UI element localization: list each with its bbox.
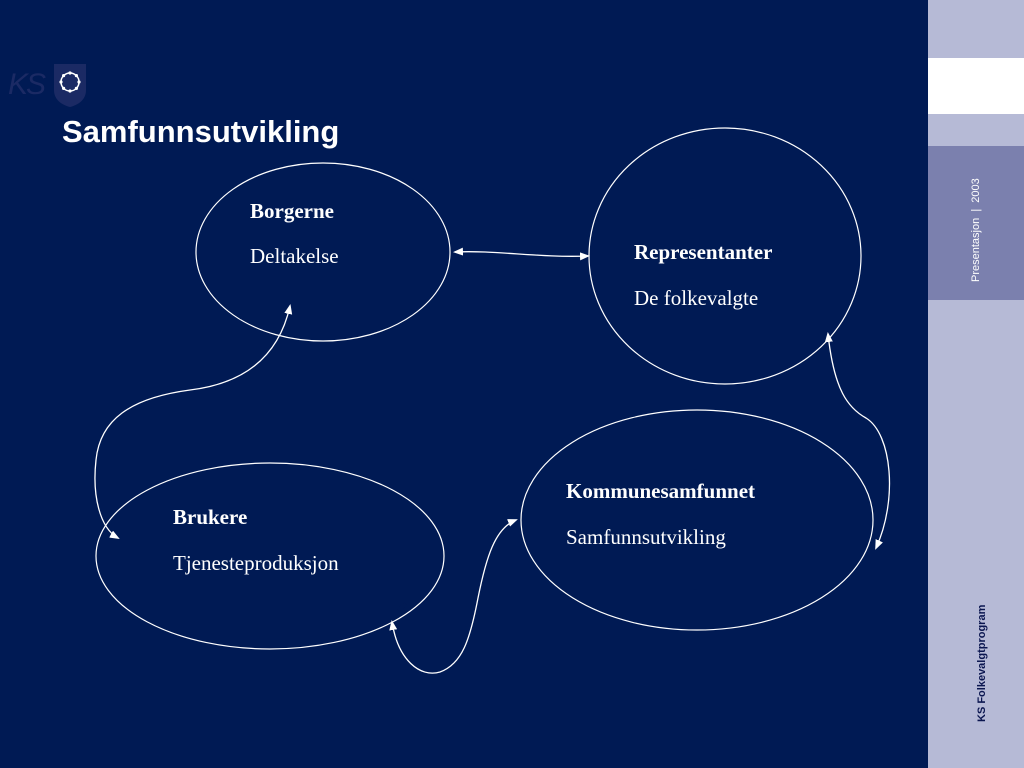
sidebar-logo-band [928,58,1024,114]
sidebar-presentation-label: Presentasjon | 2003 [970,178,982,282]
edge-brukere-kommunesamfunnet [389,519,518,674]
emblem-icon [54,64,86,107]
node-representanter-title: Representanter [634,240,772,264]
sidebar [928,0,1024,768]
sidebar-band-light [928,300,1024,768]
sidebar-band-mid [928,114,1024,146]
node-kommunesamfunnet-title: Kommunesamfunnet [566,479,755,503]
slide-canvas: Samfunnsutvikling Borgerne Deltakelse Re… [62,114,891,674]
ks-logo: KS [7,68,46,101]
node-borgerne-title: Borgerne [250,199,334,223]
ellipse-gap-brukere [396,602,408,612]
node-borgerne-ellipse [195,162,451,342]
cycle-diagram: Borgerne Deltakelse Representanter De fo… [94,127,891,674]
node-brukere-title: Brukere [173,505,247,529]
node-representanter-subtitle: De folkevalgte [634,286,758,310]
node-kommunesamfunnet-subtitle: Samfunnsutvikling [566,525,726,549]
sidebar-program-label: KS Folkevalgtprogram [976,604,988,722]
node-kommunesamfunnet-ellipse [520,409,874,631]
sidebar-band-dark [928,146,1024,300]
slide-title: Samfunnsutvikling [62,114,340,149]
edge-borgerne-representanter [453,247,590,261]
ellipse-gap-borgerne [234,310,244,320]
node-borgerne-subtitle: Deltakelse [250,244,339,268]
node-brukere-subtitle: Tjenesteproduksjon [173,551,339,575]
sidebar-band-top [928,0,1024,58]
edge-borgerne-brukere [94,304,293,539]
edge-representanter-kommunesamfunnet [824,332,891,550]
